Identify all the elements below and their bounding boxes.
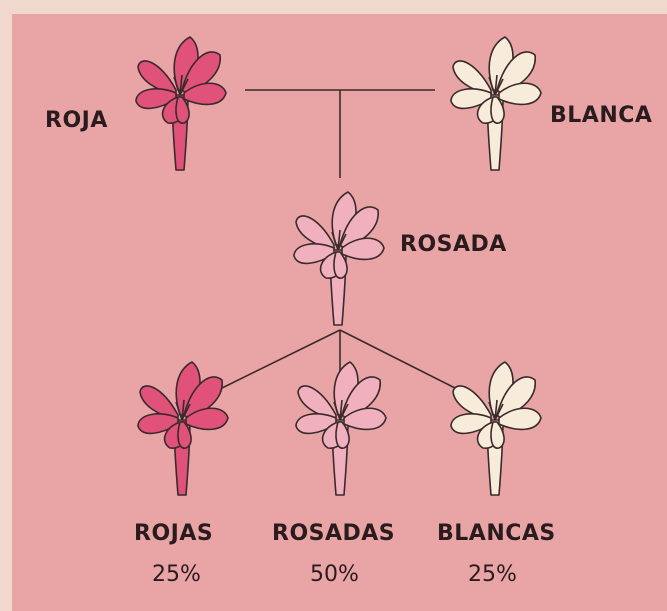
f2-line-left	[221, 329, 341, 389]
f2-right-percent: 25%	[468, 562, 517, 587]
f2-middle-label: ROSADAS	[272, 521, 396, 546]
f2-right-label: BLANCAS	[437, 521, 556, 546]
parent-white-flower-icon	[450, 36, 542, 171]
f1-label: ROSADA	[400, 232, 507, 257]
parent-right-label: BLANCA	[550, 103, 653, 128]
f1-pink-flower-icon	[293, 191, 385, 326]
cross-lines	[221, 89, 456, 389]
f2-left-percent: 25%	[152, 562, 201, 587]
f2-line-right	[339, 329, 456, 389]
f2-left-label: ROJAS	[134, 521, 214, 546]
f2-red-flower-icon	[137, 361, 229, 496]
parent-left-label: ROJA	[45, 108, 108, 133]
f2-middle-percent: 50%	[310, 562, 359, 587]
parent-red-flower-icon	[135, 36, 227, 171]
f2-white-flower-icon	[450, 361, 542, 496]
f2-pink-flower-icon	[295, 361, 387, 496]
